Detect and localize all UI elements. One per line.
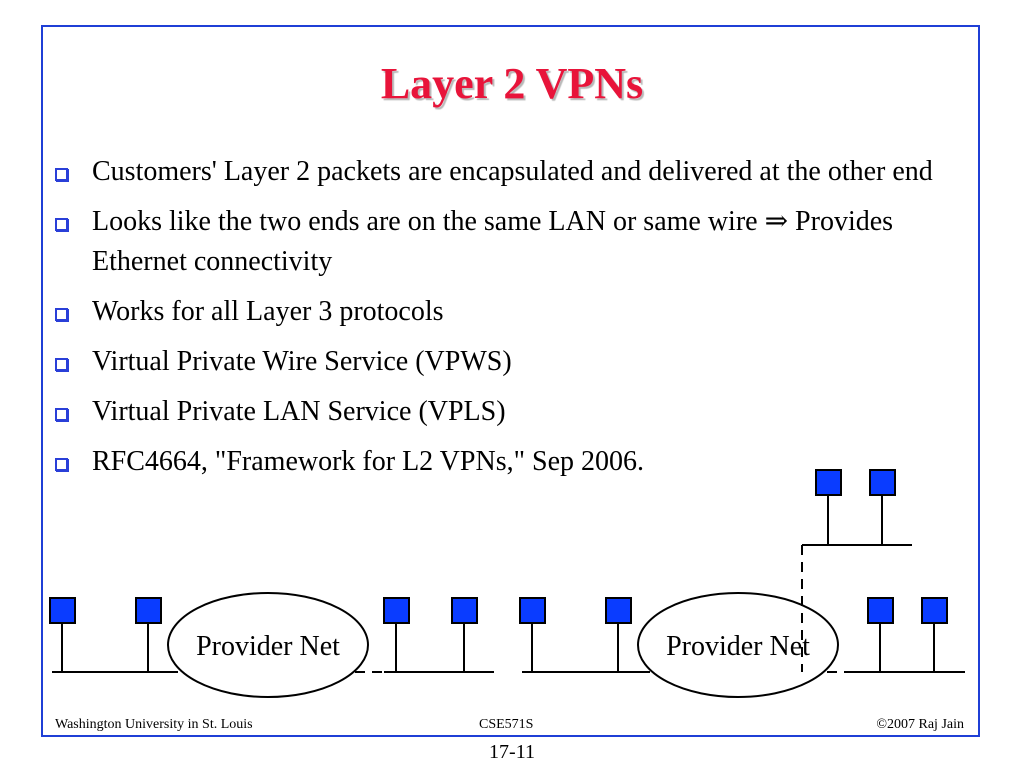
bullet-square-icon xyxy=(55,218,68,231)
bullet-square-icon xyxy=(55,358,68,371)
bullet-square-icon xyxy=(55,458,68,471)
bullet-text: RFC4664, "Framework for L2 VPNs," Sep 20… xyxy=(92,446,645,477)
bullet-text: Works for all Layer 3 protocols xyxy=(92,296,444,327)
bullet-item: Customers' Layer 2 packets are encapsula… xyxy=(52,152,952,192)
bullet-item: Virtual Private LAN Service (VPLS) xyxy=(52,392,952,432)
host-node-icon xyxy=(383,597,410,624)
host-node-icon xyxy=(519,597,546,624)
provider-net-label: Provider Net xyxy=(666,631,810,662)
footer-institution: Washington University in St. Louis xyxy=(55,717,253,732)
provider-net-label: Provider Net xyxy=(196,631,340,662)
host-node-icon xyxy=(49,597,76,624)
bullet-item: Works for all Layer 3 protocols xyxy=(52,292,952,332)
bullet-item: Looks like the two ends are on the same … xyxy=(52,202,952,282)
provider-net-ellipse xyxy=(167,592,369,698)
slide-frame xyxy=(41,25,980,737)
host-node-icon xyxy=(869,469,896,496)
footer-course: CSE571S xyxy=(479,717,534,732)
host-node-icon xyxy=(867,597,894,624)
footer-copyright: ©2007 Raj Jain xyxy=(876,717,964,732)
bullet-item: RFC4664, "Framework for L2 VPNs," Sep 20… xyxy=(52,442,952,482)
host-node-icon xyxy=(815,469,842,496)
bullet-text: Customers' Layer 2 packets are encapsula… xyxy=(92,156,933,187)
bullet-item: Virtual Private Wire Service (VPWS) xyxy=(52,342,952,382)
provider-net-ellipse xyxy=(637,592,839,698)
host-node-icon xyxy=(135,597,162,624)
bullet-square-icon xyxy=(55,168,68,181)
bullet-text: Virtual Private Wire Service (VPWS) xyxy=(92,346,512,377)
bullet-square-icon xyxy=(55,308,68,321)
host-node-icon xyxy=(605,597,632,624)
page-number: 17-11 xyxy=(489,741,535,763)
slide-title: Layer 2 VPNs xyxy=(380,59,644,108)
host-node-icon xyxy=(921,597,948,624)
bullet-square-icon xyxy=(55,408,68,421)
host-node-icon xyxy=(451,597,478,624)
bullet-text: Virtual Private LAN Service (VPLS) xyxy=(92,396,506,427)
bullet-list: Customers' Layer 2 packets are encapsula… xyxy=(52,152,952,492)
bullet-text: Looks like the two ends are on the same … xyxy=(92,206,894,277)
